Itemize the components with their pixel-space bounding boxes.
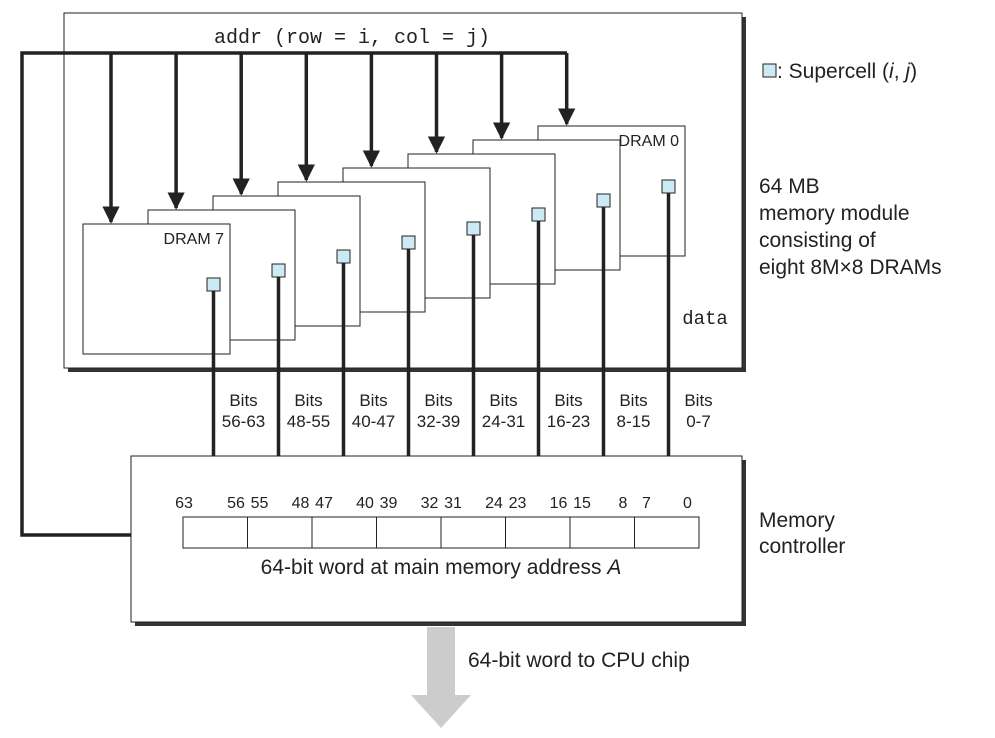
word-caption-var: A (605, 556, 621, 579)
legend-j: j (902, 60, 911, 83)
bits-range: 0-7 (686, 412, 711, 431)
cpu-arrow (411, 627, 471, 728)
bits-range: 24-31 (482, 412, 525, 431)
supercell (271, 263, 286, 278)
bits-word: Bits (359, 391, 387, 410)
bit-position: 63 (175, 495, 193, 512)
bit-position: 16 (550, 495, 568, 512)
supercell-legend: : Supercell (i, j) (777, 60, 917, 83)
bit-position: 55 (251, 495, 269, 512)
data-label: data (682, 308, 728, 330)
cpu-caption: 64-bit word to CPU chip (468, 649, 690, 672)
supercell (466, 221, 481, 236)
supercell (596, 193, 611, 208)
word-register (182, 516, 700, 549)
bits-word: Bits (229, 391, 257, 410)
legend-i: i (889, 60, 895, 83)
bits-range: 40-47 (352, 412, 395, 431)
dram-chip-box (82, 223, 231, 355)
bits-word: Bits (684, 391, 712, 410)
bit-position: 47 (315, 495, 333, 512)
bit-position: 56 (227, 495, 245, 512)
bit-position: 32 (421, 495, 439, 512)
bit-position: 40 (356, 495, 374, 512)
bits-word: Bits (489, 391, 517, 410)
bit-position: 24 (485, 495, 503, 512)
supercell (661, 179, 676, 194)
module-caption-line-4: eight 8M×8 DRAMs (759, 256, 942, 279)
supercell (531, 207, 546, 222)
dram-chip-label: DRAM 0 (619, 133, 680, 150)
bit-position: 39 (380, 495, 398, 512)
bit-position: 0 (683, 495, 692, 512)
dram-chip-label: DRAM 7 (164, 231, 225, 248)
module-caption: 64 MB memory module consisting of eight … (759, 175, 942, 279)
controller-caption-line-1: Memory (759, 509, 835, 532)
word-caption: 64-bit word at main memory address A (261, 556, 622, 579)
module-caption-line-3: consisting of (759, 229, 876, 252)
bits-range: 32-39 (417, 412, 460, 431)
supercell (336, 249, 351, 264)
bit-position: 23 (509, 495, 527, 512)
bit-position: 15 (573, 495, 591, 512)
bit-position: 8 (619, 495, 628, 512)
legend-sep: , (894, 60, 906, 83)
address-return-wire (20, 51, 567, 537)
legend-prefix: : Supercell ( (777, 60, 889, 83)
word-caption-text: 64-bit word at main memory address (261, 556, 608, 579)
addr-label: addr (row = i, col = j) (214, 27, 490, 50)
bit-position: 31 (444, 495, 462, 512)
bits-range: 48-55 (287, 412, 330, 431)
bits-range: 8-15 (616, 412, 650, 431)
supercell (401, 235, 416, 250)
bits-word: Bits (554, 391, 582, 410)
bit-position: 48 (292, 495, 310, 512)
dram-chips: DRAM 0 DRAM 7 (82, 125, 686, 355)
bits-range: 16-23 (547, 412, 590, 431)
legend-suffix: ) (910, 60, 917, 83)
dram-chip: DRAM 7 (82, 223, 231, 355)
bits-labels: Bits 56-63 Bits 48-55 Bits 40-47 Bits 32-39 Bits… (222, 391, 713, 431)
bits-word: Bits (619, 391, 647, 410)
supercell (206, 277, 221, 292)
supercell-legend-icon (762, 63, 777, 78)
controller-caption: Memory controller (759, 509, 845, 558)
bit-position: 7 (642, 495, 651, 512)
bits-range: 56-63 (222, 412, 265, 431)
module-caption-line-1: 64 MB (759, 175, 820, 198)
module-caption-line-2: memory module (759, 202, 910, 225)
address-bus (102, 53, 576, 224)
controller-caption-line-2: controller (759, 535, 845, 558)
bits-word: Bits (294, 391, 322, 410)
data-bus (204, 193, 678, 488)
bits-word: Bits (424, 391, 452, 410)
